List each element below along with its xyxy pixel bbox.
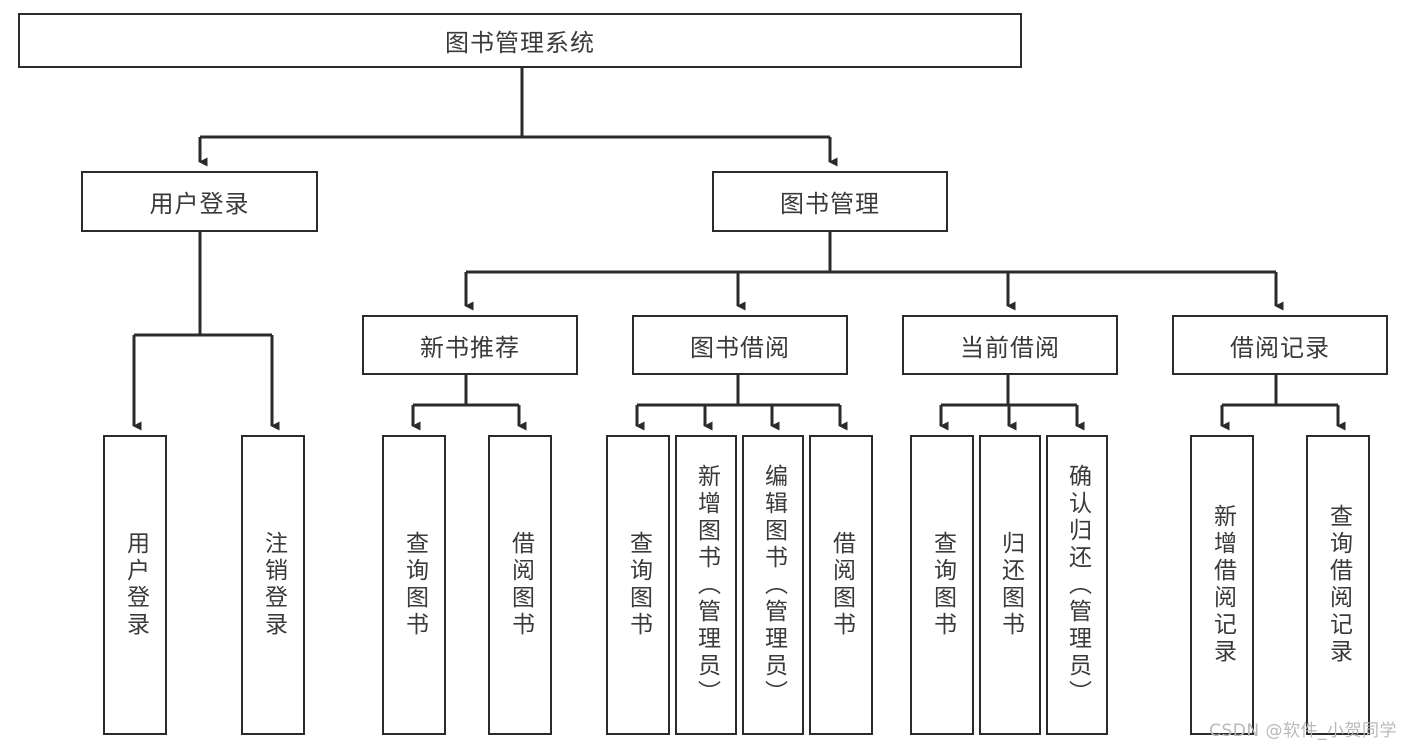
edges bbox=[132, 68, 1346, 431]
node-leaf-add-record-label: 新增借阅记录 bbox=[1209, 504, 1236, 666]
node-leaf-add-book-label: 新增图书（管理员） bbox=[693, 463, 720, 707]
node-root[interactable]: 图书管理系统 bbox=[18, 13, 1022, 68]
node-borrow-record[interactable]: 借阅记录 bbox=[1172, 315, 1388, 375]
node-leaf-confirm-return-label: 确认归还（管理员） bbox=[1064, 463, 1091, 707]
node-book-borrow-label: 图书借阅 bbox=[690, 333, 790, 362]
node-leaf-user-login[interactable]: 用户登录 bbox=[103, 435, 167, 735]
node-current-borrow-label: 当前借阅 bbox=[960, 333, 1060, 362]
node-user-login-label: 用户登录 bbox=[149, 190, 250, 218]
node-book-management[interactable]: 图书管理 bbox=[712, 171, 948, 232]
watermark-text: CSDN @软件_小贺同学 bbox=[1209, 721, 1397, 741]
node-current-borrow[interactable]: 当前借阅 bbox=[902, 315, 1118, 375]
node-leaf-query-record-label: 查询借阅记录 bbox=[1325, 504, 1352, 666]
node-leaf-query-record[interactable]: 查询借阅记录 bbox=[1306, 435, 1370, 735]
node-leaf-query-book-3-label: 查询图书 bbox=[929, 531, 956, 639]
node-leaf-borrow-book-1-label: 借阅图书 bbox=[507, 531, 534, 639]
node-book-borrow[interactable]: 图书借阅 bbox=[632, 315, 848, 375]
node-leaf-borrow-book-2[interactable]: 借阅图书 bbox=[809, 435, 873, 735]
node-leaf-query-book-1-label: 查询图书 bbox=[401, 531, 428, 639]
node-leaf-return-book-label: 归还图书 bbox=[997, 531, 1024, 639]
node-leaf-query-book-2[interactable]: 查询图书 bbox=[606, 435, 670, 735]
node-leaf-user-login-label: 用户登录 bbox=[122, 531, 149, 639]
node-leaf-borrow-book-1[interactable]: 借阅图书 bbox=[488, 435, 552, 735]
node-leaf-borrow-book-2-label: 借阅图书 bbox=[828, 531, 855, 639]
node-leaf-edit-book[interactable]: 编辑图书（管理员） bbox=[742, 435, 804, 735]
node-leaf-return-book[interactable]: 归还图书 bbox=[979, 435, 1041, 735]
node-root-label: 图书管理系统 bbox=[445, 29, 595, 57]
node-leaf-query-book-2-label: 查询图书 bbox=[625, 531, 652, 639]
node-new-book-recommend-label: 新书推荐 bbox=[420, 333, 520, 362]
node-leaf-add-book[interactable]: 新增图书（管理员） bbox=[675, 435, 737, 735]
node-leaf-query-book-1[interactable]: 查询图书 bbox=[382, 435, 446, 735]
node-borrow-record-label: 借阅记录 bbox=[1230, 333, 1330, 362]
node-user-login[interactable]: 用户登录 bbox=[81, 171, 318, 232]
node-leaf-user-logout[interactable]: 注销登录 bbox=[241, 435, 305, 735]
node-leaf-user-logout-label: 注销登录 bbox=[260, 531, 287, 639]
node-leaf-add-record[interactable]: 新增借阅记录 bbox=[1190, 435, 1254, 735]
node-book-management-label: 图书管理 bbox=[780, 190, 880, 218]
node-leaf-confirm-return[interactable]: 确认归还（管理员） bbox=[1046, 435, 1108, 735]
node-leaf-edit-book-label: 编辑图书（管理员） bbox=[760, 463, 787, 707]
node-new-book-recommend[interactable]: 新书推荐 bbox=[362, 315, 578, 375]
node-leaf-query-book-3[interactable]: 查询图书 bbox=[910, 435, 974, 735]
